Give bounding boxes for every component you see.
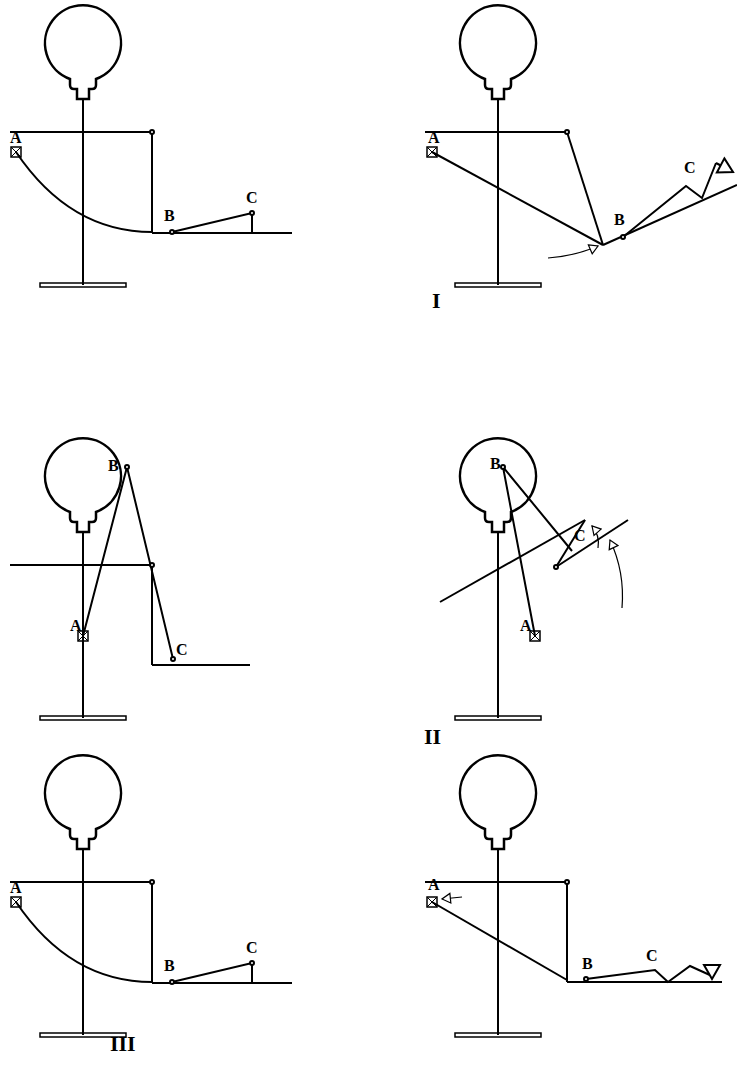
- point-label: A: [10, 130, 22, 146]
- point-label: B: [108, 458, 119, 474]
- point-label: C: [246, 940, 258, 956]
- panel-2-left: [10, 438, 250, 720]
- panel-numeral: I: [432, 290, 441, 312]
- point-label: A: [520, 618, 532, 634]
- point-label: B: [164, 208, 175, 224]
- panel-numeral: III: [110, 1033, 136, 1055]
- point-label: B: [490, 456, 501, 472]
- point-label: B: [164, 958, 175, 974]
- point-label: C: [176, 642, 188, 658]
- panel-1-right: [425, 5, 737, 287]
- point-label: C: [646, 948, 658, 964]
- panel-3-left: [10, 755, 292, 1037]
- point-label: A: [10, 880, 22, 896]
- point-label: B: [614, 212, 625, 228]
- point-label: A: [70, 618, 82, 634]
- point-label: C: [684, 160, 696, 176]
- point-label: B: [582, 956, 593, 972]
- panel-1-left: [10, 5, 292, 287]
- panel-numeral: II: [424, 726, 441, 748]
- point-label: C: [246, 190, 258, 206]
- panel-3-right: [425, 755, 722, 1037]
- point-label: A: [428, 877, 440, 893]
- point-label: C: [574, 528, 586, 544]
- point-label: A: [428, 130, 440, 146]
- panel-2-right: [440, 438, 628, 720]
